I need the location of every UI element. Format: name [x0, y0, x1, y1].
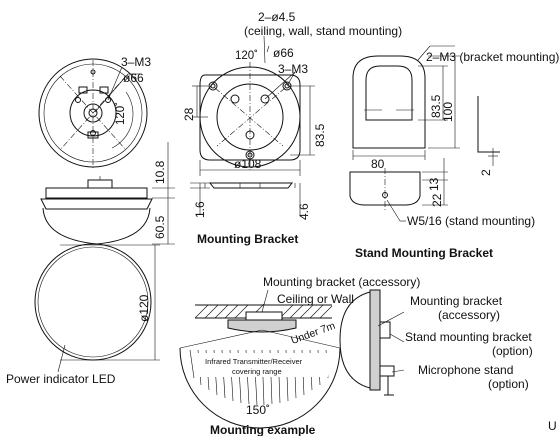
holes-note-1: 2–ø4.5 [258, 10, 296, 24]
edge-unit-letter: U [548, 419, 557, 433]
ang120-label-b: 120˚ [235, 50, 258, 62]
dim-100: 100 [441, 102, 455, 122]
dim-13: 13 [427, 177, 441, 191]
mounting-example-wall [339, 289, 405, 396]
mic-label-1: Microphone stand [418, 363, 513, 377]
ceiling-wall-label: Ceiling or Wall [277, 292, 354, 306]
dim-1-6: 1.6 [193, 201, 207, 218]
dim-108: ø108 [234, 157, 262, 171]
smb-label-1: Stand mounting bracket [405, 330, 532, 344]
stand-bracket-side-view [349, 158, 448, 222]
ir-range-line2: covering range [232, 367, 282, 376]
mb-side-label-2: (accessory) [438, 308, 500, 322]
d66-label-b: ø66 [273, 46, 294, 60]
dim-28: 28 [182, 107, 196, 121]
w5-16-label: W5/16 (stand mounting) [407, 214, 535, 228]
dim-10-8: 10.8 [153, 160, 167, 184]
dim-2: 2 [479, 169, 493, 176]
ir-range-line1: Infrared Transmitter/Receiver [205, 357, 303, 366]
mounting-example-ceiling [179, 289, 341, 429]
ang150-label: 150˚ [246, 403, 270, 417]
dim-80: 80 [371, 157, 385, 171]
ceiling-hatch [194, 304, 333, 319]
d66-label-a: ø66 [123, 71, 144, 85]
title-stand-bracket: Stand Mounting Bracket [355, 246, 493, 260]
stand-bracket-front-view [352, 45, 460, 160]
m3-label-a: 3–M3 [121, 55, 151, 69]
smb-label-2: (option) [492, 344, 533, 358]
dim-4-6: 4.6 [297, 203, 311, 220]
holes-note-2: (ceiling, wall, stand mounting) [244, 24, 402, 38]
dim-22: 22 [430, 193, 444, 207]
dim-60-5: 60.5 [153, 215, 167, 239]
ang120-label-a: 120˚ [115, 102, 127, 125]
m3-label-b: 3–M3 [278, 62, 308, 76]
stand-bracket-profile [477, 96, 500, 166]
unit-bottom-view [34, 243, 160, 373]
title-mounting-example: Mounting example [210, 423, 316, 436]
mb-accessory-label: Mounting bracket (accessory) [263, 275, 420, 289]
mounting-bracket-top-view [192, 35, 315, 176]
unit-top-view [38, 58, 148, 168]
mounting-bracket-side-view [190, 182, 301, 215]
mb-side-label-1: Mounting bracket [410, 294, 503, 308]
dim-83-5-b: 83.5 [429, 94, 443, 118]
dim-120: ø120 [137, 294, 151, 322]
title-mounting-bracket: Mounting Bracket [197, 232, 298, 246]
m3-bracket-label: 2–M3 (bracket mounting) [426, 50, 559, 64]
dim-83-5-a: 83.5 [313, 123, 327, 147]
power-led-label: Power indicator LED [6, 372, 116, 386]
mic-label-2: (option) [488, 377, 529, 391]
under-7m-label: Under 7m [289, 320, 337, 347]
